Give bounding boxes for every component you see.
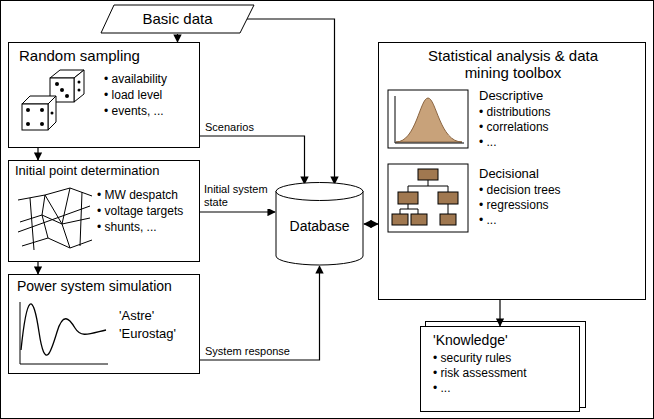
connector-label: System response	[204, 345, 291, 358]
flow-connector	[364, 223, 378, 224]
process-box: Random sampling • availability • load leve…	[8, 42, 200, 148]
node-text: • events, ...	[104, 105, 164, 119]
node-heading: Basic data	[100, 10, 255, 27]
flow-connector	[499, 300, 500, 326]
node-heading: Initial point determination	[15, 164, 160, 179]
network-icon	[18, 188, 92, 250]
flow-connector	[200, 136, 305, 184]
node-heading: Random sampling	[19, 47, 140, 64]
decision-tree	[388, 164, 468, 232]
flow-connector	[200, 211, 275, 212]
node-text: • ...	[479, 136, 497, 150]
cylinder-body	[276, 191, 363, 265]
toolbox-box: Statistical analysis & data mining toolb…	[378, 42, 646, 300]
flow-connector	[37, 148, 38, 160]
flow-connector	[177, 34, 178, 42]
node-text: • availability	[104, 73, 167, 87]
node-text: Descriptive	[479, 89, 543, 104]
node-heading: Database	[275, 218, 364, 234]
node-heading: 'Knowledge'	[433, 332, 508, 348]
flow-connector	[200, 266, 320, 360]
input-data: Basic data	[100, 4, 255, 34]
node-text: • MW despatch	[97, 189, 178, 203]
node-text: • ...	[479, 214, 497, 228]
node-text: • distributions	[479, 106, 551, 120]
node-text: • correlations	[479, 121, 549, 135]
node-text: • decision trees	[479, 184, 561, 198]
node-text: 'Astre'	[119, 309, 154, 324]
connector-label: Scenarios	[204, 121, 255, 134]
node-text: • voltage targets	[97, 205, 183, 219]
node-heading: Statistical analysis & data mining toolb…	[419, 47, 607, 82]
node-text: 'Eurostag'	[119, 327, 176, 342]
node-heading: Power system simulation	[17, 278, 172, 294]
process-box: Power system simulation 'Astre' 'Eurostag'	[8, 274, 200, 374]
node-text: • ...	[433, 382, 451, 396]
node-text: • regressions	[479, 199, 549, 213]
dice-icon	[22, 70, 84, 130]
process-box: Initial point determination • MW despatch…	[8, 160, 200, 262]
distribution-chart	[388, 90, 468, 148]
connector-label: Initial system state	[203, 183, 275, 209]
node-text: • security rules	[433, 352, 511, 366]
flow-connector	[247, 19, 335, 184]
node-text: • risk assessment	[433, 367, 527, 381]
knowledge-document: 'Knowledge' • security rules• risk assess…	[420, 326, 580, 412]
node-text: • shunts, ...	[97, 221, 157, 235]
database-cylinder: Database	[275, 182, 364, 266]
flow-connector	[37, 262, 38, 274]
response-curve	[20, 302, 108, 364]
parallelogram-shape	[101, 5, 254, 33]
node-text: • load level	[104, 89, 162, 103]
node-text: Decisional	[479, 167, 539, 182]
cylinder-top	[276, 183, 363, 201]
